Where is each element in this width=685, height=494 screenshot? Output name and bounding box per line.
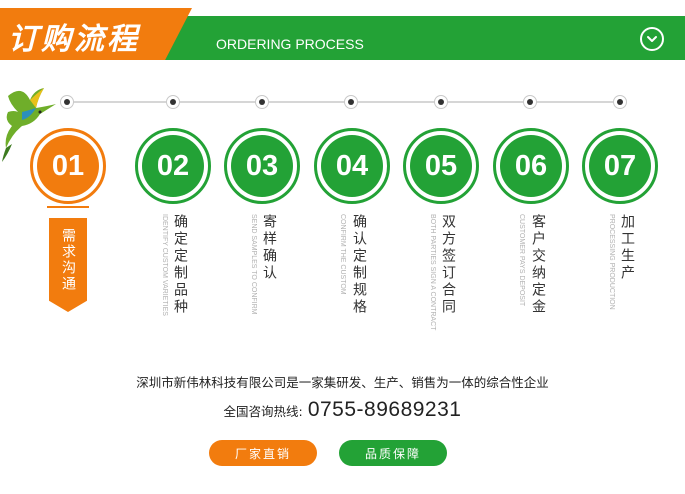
step-label-en: IDENTIFY CUSTOM VARIETIES bbox=[161, 214, 168, 316]
step-number: 03 bbox=[245, 149, 279, 182]
chevron-down-circle-icon[interactable] bbox=[640, 27, 664, 51]
quality-assurance-button[interactable]: 品质保障 bbox=[339, 440, 447, 466]
step-01[interactable]: 01 bbox=[30, 128, 106, 204]
active-step-underline bbox=[47, 206, 89, 208]
step-label-en: CONFIRM THE CUSTOM bbox=[339, 214, 346, 295]
header-banner: 订购流程 ORDERING PROCESS bbox=[0, 0, 685, 62]
timeline-dot bbox=[60, 95, 74, 109]
step-label-en: BOTH PARTIES SIGN A CONTRACT bbox=[429, 214, 436, 331]
step-06[interactable]: 06 bbox=[493, 128, 569, 204]
timeline-dot bbox=[434, 95, 448, 109]
timeline-dot bbox=[344, 95, 358, 109]
company-description: 深圳市新伟林科技有限公司是一家集研发、生产、销售为一体的综合性企业 bbox=[136, 375, 549, 390]
step-number: 05 bbox=[424, 149, 458, 182]
step-label: 需求沟通 bbox=[60, 228, 76, 292]
step-label-en: PROCESSING PRODUCTION bbox=[608, 214, 615, 310]
header-orange-band bbox=[0, 8, 192, 60]
step-05[interactable]: 05 bbox=[403, 128, 479, 204]
step-label: 客户交纳定金 bbox=[530, 214, 546, 316]
timeline-dot bbox=[166, 95, 180, 109]
step-label-en: SEND SAMPLES TO CONFIRM bbox=[250, 214, 257, 315]
step-number: 01 bbox=[51, 149, 85, 182]
step-number: 06 bbox=[514, 149, 548, 182]
step-03[interactable]: 03 bbox=[224, 128, 300, 204]
step-label: 确认定制规格 bbox=[351, 214, 367, 316]
header-green-band bbox=[150, 16, 685, 60]
step-label-en: CUSTOMER PAYS DEPOSIT bbox=[518, 214, 525, 307]
step-label: 加工生产 bbox=[619, 214, 635, 282]
step-label: 寄样确认 bbox=[261, 214, 277, 282]
timeline-dot bbox=[523, 95, 537, 109]
hotline-number[interactable]: 0755-89689231 bbox=[307, 398, 462, 421]
step-number: 02 bbox=[156, 149, 190, 182]
page-subtitle: ORDERING PROCESS bbox=[216, 36, 364, 52]
step-07[interactable]: 07 bbox=[582, 128, 658, 204]
hummingbird-icon bbox=[2, 88, 57, 162]
hotline-label: 全国咨询热线: bbox=[223, 404, 303, 419]
page-title: 订购流程 bbox=[8, 22, 140, 57]
timeline-dot bbox=[613, 95, 627, 109]
step-02[interactable]: 02 bbox=[135, 128, 211, 204]
hotline: 全国咨询热线: 0755-89689231 bbox=[0, 398, 685, 422]
step-label: 双方签订合同 bbox=[440, 214, 456, 316]
step-number: 04 bbox=[335, 149, 369, 182]
step-01-ribbon: 需求沟通 bbox=[49, 218, 87, 312]
step-label: 确定定制品种 bbox=[172, 214, 188, 316]
timeline-dot bbox=[255, 95, 269, 109]
factory-direct-button[interactable]: 厂家直销 bbox=[209, 440, 317, 466]
step-04[interactable]: 04 bbox=[314, 128, 390, 204]
step-number: 07 bbox=[603, 149, 637, 182]
